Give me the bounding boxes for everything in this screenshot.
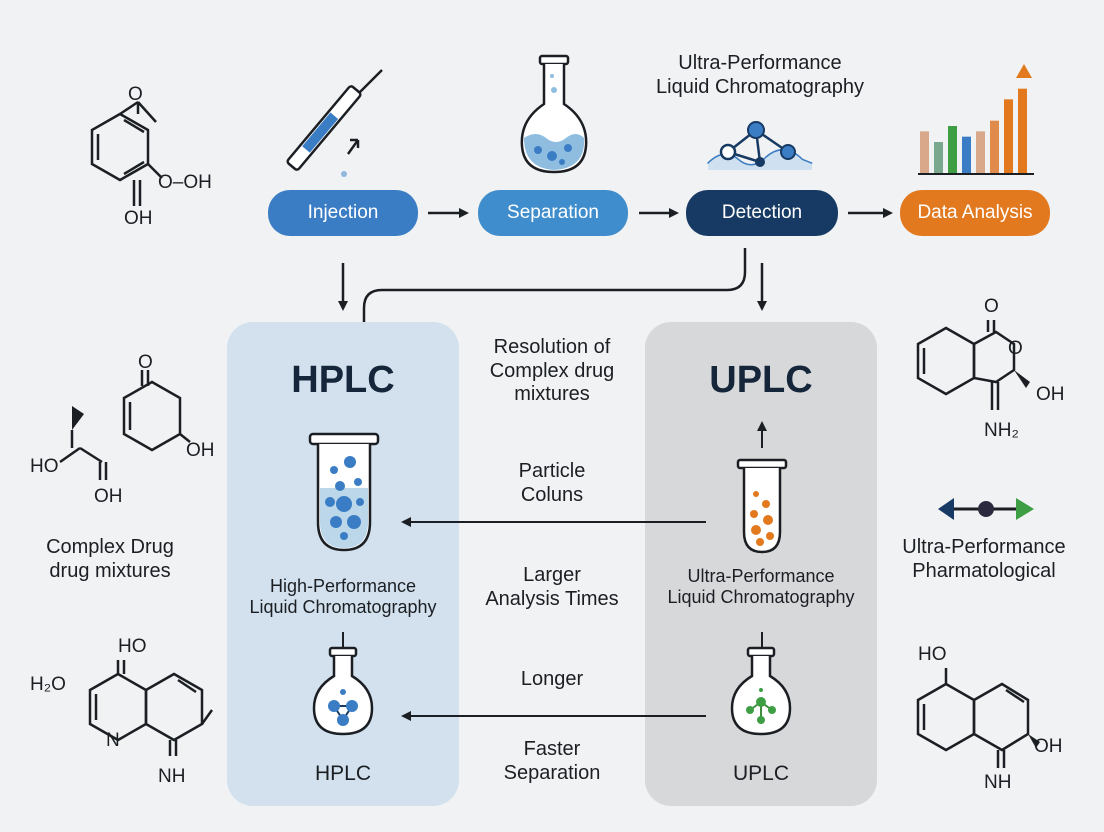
uplc-subtitle-line2: Liquid Chromatography [667, 587, 855, 608]
molecule-4-oh: OH [1036, 384, 1065, 405]
molecule-3-ho: HO [118, 636, 147, 657]
larger-line2: Analysis Times [485, 587, 619, 610]
molecule-5-structure [916, 668, 1040, 768]
molecule-1-oh: OH [124, 208, 153, 229]
faster-text: Faster Separation [462, 738, 642, 785]
molecule-4-nh2: NH₂ [984, 420, 1019, 441]
resolution-text: Resolution of Complex drug mixtures [462, 336, 642, 407]
chart-bars [920, 88, 1027, 174]
uplc-footer: UPLC [732, 762, 790, 785]
top-title-line2: Liquid Chromatography [656, 75, 864, 98]
molecule-3-nh: NH [158, 766, 186, 787]
uplc-subtitle: Ultra-Performance Liquid Chromatography [645, 566, 877, 608]
hplc-flask-icon [312, 646, 374, 736]
molecule-3-n: N [106, 730, 120, 751]
hplc-subtitle: High-Performance Liquid Chromatography [227, 576, 459, 618]
resolution-line3: mixtures [514, 383, 590, 406]
chart-bar [934, 142, 943, 174]
chart-bar [1018, 88, 1027, 174]
molecule-2-oh: OH [186, 440, 215, 461]
right-side-line2: Pharmatological [912, 559, 1056, 582]
top-title: Ultra-Performance Liquid Chromatography [620, 52, 900, 99]
molecule-2-ho: HO [30, 456, 59, 477]
chart-bar [976, 131, 985, 174]
bar-chart-icon [918, 64, 1034, 175]
detection-network-icon [706, 121, 813, 170]
step-separation[interactable]: Separation [478, 190, 628, 236]
molecule-5-nh: NH [984, 772, 1012, 793]
molecule-5-oh: OH [1034, 736, 1063, 757]
left-side-label: Complex Drug drug mixtures [20, 536, 200, 583]
uplc-flask-icon [730, 646, 792, 736]
chart-bar [962, 136, 971, 174]
right-side-line1: Ultra-Performance [902, 536, 1066, 558]
hplc-title: HPLC [291, 359, 395, 401]
molecule-1-structure [90, 100, 163, 206]
molecule-4-o-top: O [984, 296, 999, 317]
right-side-label: Ultra-Performance Pharmatological [884, 536, 1084, 583]
faster-line1: Faster [523, 738, 581, 760]
hplc-tube-icon [308, 432, 380, 552]
particle-line2: Coluns [520, 483, 584, 506]
left-side-line1: Complex Drug [46, 536, 174, 558]
molecule-4-structure [916, 320, 1030, 410]
larger-text: Larger Analysis Times [462, 564, 642, 611]
particle-text: Particle Coluns [462, 460, 642, 507]
top-title-line1: Ultra-Performance [678, 52, 842, 74]
detection-connector [362, 248, 747, 322]
step-data-analysis[interactable]: Data Analysis [900, 190, 1050, 236]
step-detection[interactable]: Detection [686, 190, 838, 236]
molecule-1-o-top: O [128, 84, 143, 105]
uplc-subtitle-line1: Ultra-Performance [687, 566, 835, 586]
particle-line1: Particle [518, 460, 586, 482]
separation-flask-icon [520, 54, 588, 174]
longer-text: Longer [520, 668, 584, 690]
hplc-subtitle-line1: High-Performance [269, 576, 417, 596]
faster-line2: Separation [503, 761, 601, 784]
hplc-footer: HPLC [314, 762, 372, 785]
hplc-subtitle-line2: Liquid Chromatography [249, 597, 437, 618]
molecule-3-h2o: H₂O [30, 674, 66, 695]
molecule-3-structure [88, 660, 214, 756]
chart-bar [990, 120, 999, 174]
molecule-2-o: O [138, 352, 153, 373]
chart-bar [1004, 99, 1013, 174]
chart-bar [920, 131, 929, 174]
uplc-tube-icon [736, 458, 788, 554]
resolution-line2: Complex drug [489, 359, 615, 382]
molecule-2-structure [59, 370, 191, 480]
molecule-1-ooh: O–OH [158, 172, 212, 193]
double-arrow-icon [938, 498, 1034, 520]
chart-bar [948, 126, 957, 174]
molecule-2-oh-bottom: OH [94, 486, 123, 507]
molecule-5-ho: HO [918, 644, 947, 665]
left-side-line2: drug mixtures [49, 559, 171, 582]
step-injection[interactable]: Injection [268, 190, 418, 236]
resolution-line1: Resolution of [493, 336, 611, 358]
molecule-4-o-ring: O [1008, 338, 1023, 359]
syringe-icon [286, 69, 383, 177]
larger-line1: Larger [523, 564, 581, 586]
uplc-title: UPLC [709, 359, 813, 401]
